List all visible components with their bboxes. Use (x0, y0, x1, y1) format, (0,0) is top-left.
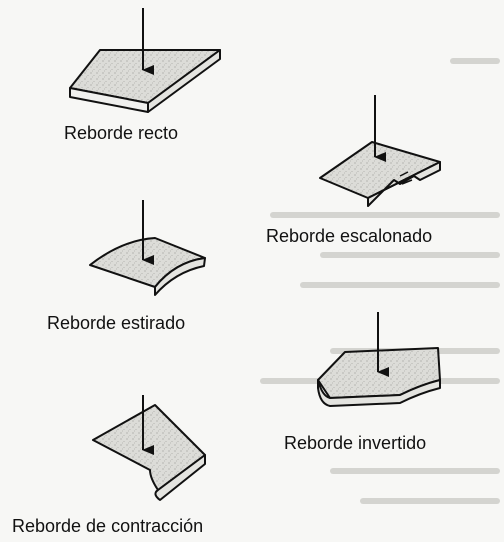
joggled-flange-shape (319, 141, 441, 207)
label-joggled-flange: Reborde escalonado (266, 226, 433, 246)
shrink-flange-shape (92, 404, 206, 501)
label-reverse-flange: Reborde invertido (284, 433, 427, 453)
straight-flange-shape (69, 49, 221, 113)
stretched-flange-shape (89, 237, 206, 296)
label-shrink-flange: Reborde de contracción (12, 516, 204, 536)
label-stretched-flange: Reborde estirado (47, 313, 186, 333)
label-straight-flange: Reborde recto (64, 123, 179, 143)
